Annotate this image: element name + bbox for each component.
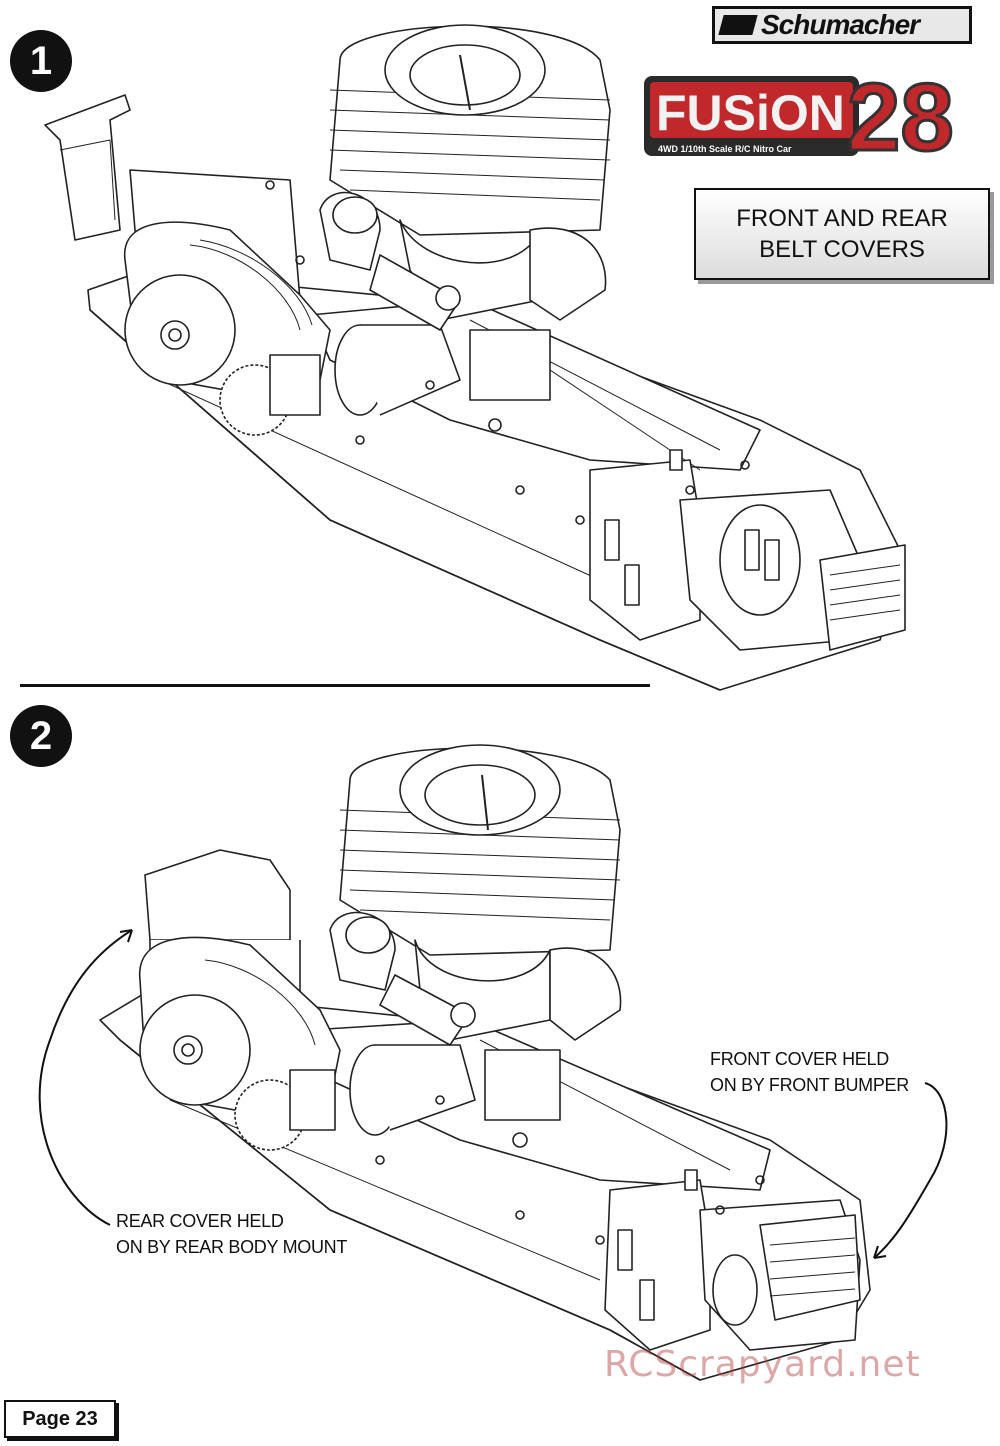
section-title-box: FRONT AND REAR BELT COVERS — [694, 188, 990, 280]
rear-cover-arrow — [38, 929, 133, 1226]
front-cover-note-line2: ON BY FRONT BUMPER — [710, 1075, 909, 1095]
front-cover-note-line1: FRONT COVER HELD — [710, 1049, 889, 1069]
site-watermark: RCScrapyard.net — [604, 1344, 921, 1385]
fusion-subtitle: 4WD 1/10th Scale R/C Nitro Car — [658, 144, 792, 154]
fusion-wordmark: FUSiON — [656, 85, 845, 141]
section-title-line1: FRONT AND REAR — [736, 205, 948, 232]
section-title-line2: BELT COVERS — [759, 236, 925, 263]
front-cover-arrow — [873, 1082, 948, 1259]
rear-cover-note: REAR COVER HELD ON BY REAR BODY MOUNT — [116, 1208, 347, 1260]
step-2-badge: 2 — [10, 705, 72, 767]
brand-name: Schumacher — [761, 9, 920, 40]
rear-cover-note-line2: ON BY REAR BODY MOUNT — [116, 1237, 348, 1257]
fusion-number: 28 — [847, 70, 954, 165]
step-2-chassis-illustration — [99, 744, 871, 1381]
rear-cover-note-line1: REAR COVER HELD — [116, 1211, 284, 1231]
fusion-28-logo: FUSiON 4WD 1/10th Scale R/C Nitro Car 28 — [644, 70, 955, 165]
step-divider — [20, 684, 650, 687]
step-1-badge: 1 — [10, 30, 72, 92]
page-number: Page 23 — [4, 1400, 116, 1438]
step-1-chassis-illustration — [44, 24, 906, 691]
schumacher-logo: Schumacher — [712, 6, 972, 44]
front-cover-note: FRONT COVER HELD ON BY FRONT BUMPER — [710, 1046, 909, 1098]
